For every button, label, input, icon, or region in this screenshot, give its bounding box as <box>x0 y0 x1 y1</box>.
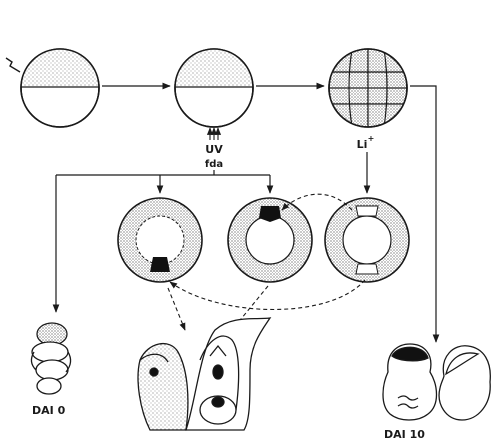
egg-2 <box>174 48 254 128</box>
transplant-arrow-ventral <box>169 279 366 310</box>
embryo-dai10-a <box>382 343 438 421</box>
arrow-egg3-to-dai10 <box>410 85 440 343</box>
egg-5-dorsal-mark <box>227 197 313 283</box>
twin-axis-embryo <box>137 317 272 431</box>
dai-0-label: DAI 0 <box>32 404 66 417</box>
transplant-arrow-dorsal <box>281 193 353 211</box>
embryo-dai0 <box>30 322 72 395</box>
egg-4-ventral-mark <box>117 197 203 283</box>
uv-arrows-icon <box>206 127 222 140</box>
fda-label: fda <box>205 159 223 170</box>
embryo-dai10-b <box>438 345 491 421</box>
egg-1 <box>5 48 100 128</box>
uv-label: UV <box>205 143 223 156</box>
sperm-entry-icon <box>5 57 21 73</box>
dashed-arrow-to-twin <box>167 287 186 331</box>
egg-3-cleavage <box>328 48 408 128</box>
dai-10-label: DAI 10 <box>384 428 425 441</box>
li-superscript: + <box>368 134 375 143</box>
li-label: Li <box>357 138 368 151</box>
dashed-arrow-to-twin-2 <box>231 285 269 331</box>
fda-branch-lines <box>52 170 274 313</box>
egg-6-lithium <box>324 197 410 283</box>
